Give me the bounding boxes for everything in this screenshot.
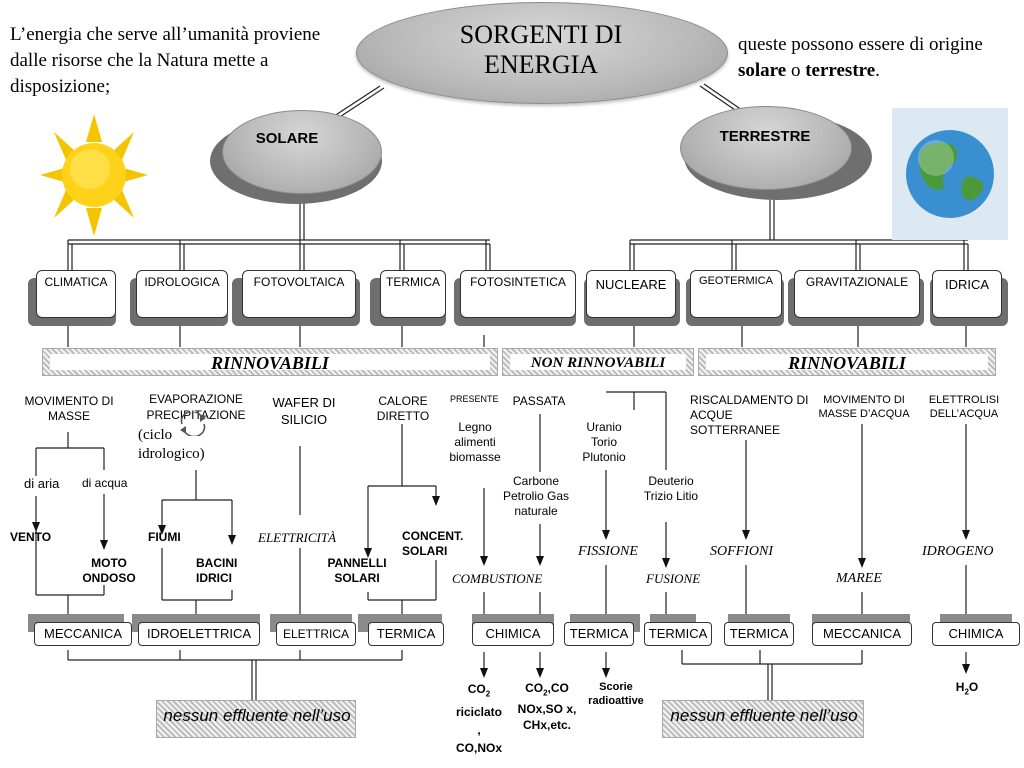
label-vento: VENTO <box>10 530 52 544</box>
label-di-aria: di aria <box>24 476 60 491</box>
category-nucleare: NUCLEARE <box>586 270 676 318</box>
intro-right-part1: queste possono essere di origine <box>738 34 983 55</box>
nessun-effluente-right-band <box>662 700 864 738</box>
label-passata: PASSATA <box>512 394 566 408</box>
output-termica-fusione: TERMICA <box>644 622 712 646</box>
globe-icon <box>892 108 1008 240</box>
intro-end: . <box>875 60 880 81</box>
label-calore-diretto: CALORE DIRETTO <box>376 394 430 423</box>
label-precipitazione: PRECIPITAZIONE <box>146 408 246 422</box>
label-movimento-masse: MOVIMENTO DI MASSE <box>24 394 114 423</box>
category-gravitazionale: GRAVITAZIONALE <box>794 270 920 318</box>
output-termica-solare: TERMICA <box>368 622 444 646</box>
category-geotermica: GEOTERMICA <box>690 270 782 318</box>
solare-ellipse <box>222 110 382 194</box>
label-soffioni: SOFFIONI <box>710 544 773 559</box>
output-meccanica: MECCANICA <box>34 622 132 646</box>
effluent-scorie: Scorie radioattive <box>588 681 644 707</box>
output-chimica-fossile: CHIMICA <box>472 622 554 646</box>
output-chimica-idrogeno: CHIMICA <box>932 622 1020 646</box>
label-moto-ondoso: MOTO ONDOSO <box>82 556 136 585</box>
label-deuterio: Deuterio Trizio Litio <box>643 474 699 503</box>
band-non-rinnovabili: NON RINNOVABILI <box>502 348 694 376</box>
effluent-co2-co: CO2,CO NOx,SO x, CHx,etc. <box>517 681 577 733</box>
band-label: RINNOVABILI <box>706 354 988 372</box>
band-rinnovabili-right: RINNOVABILI <box>698 348 996 376</box>
nessun-effluente-left-band <box>156 700 356 738</box>
label-riscaldamento: RISCALDAMENTO DI ACQUE SOTTERRANEE <box>690 393 809 437</box>
intro-right-text: queste possono essere di origine solare … <box>738 32 1008 84</box>
label-presente: PRESENTE <box>450 394 499 404</box>
label-idrogeno: IDROGENO <box>922 544 994 559</box>
intro-o: o <box>786 60 806 81</box>
category-climatica: CLIMATICA <box>36 270 116 318</box>
label-di-acqua: di acqua <box>82 476 128 490</box>
intro-text: L’energia che serve all’umanità proviene… <box>10 24 321 97</box>
label-pannelli-solari: PANNELLI SOLARI <box>327 556 387 585</box>
category-termica-solare: TERMICA <box>380 270 446 318</box>
label-movimento-acqua: MOVIMENTO DI MASSE D’ACQUA <box>818 394 910 420</box>
label-concent-solari: CONCENT. SOLARI <box>402 529 464 558</box>
intro-solare: solare <box>738 60 787 81</box>
category-fotosintetica: FOTOSINTETICA <box>460 270 576 318</box>
label-evaporazione: EVAPORAZIONE <box>149 392 243 406</box>
label-legno: Legno alimenti biomasse <box>449 420 501 464</box>
output-meccanica-maree: MECCANICA <box>812 622 912 646</box>
category-idrologica: IDROLOGICA <box>136 270 228 318</box>
terrestre-ellipse <box>680 106 852 190</box>
label-uranio: Uranio Torio Plutonio <box>582 420 626 464</box>
band-rinnovabili-left: RINNOVABILI <box>42 348 498 376</box>
band-label: NON RINNOVABILI <box>510 354 686 371</box>
output-termica-geotermica: TERMICA <box>724 622 794 646</box>
main-title: SORGENTI DI ENERGIA <box>356 20 726 80</box>
terrestre-label: TERRESTRE <box>719 128 811 145</box>
output-termica-fissione: TERMICA <box>564 622 634 646</box>
effluent-h2o: H2O <box>955 680 979 697</box>
main-title-line2: ENERGIA <box>483 50 599 79</box>
output-elettrica: ELETTRICA <box>276 622 356 646</box>
intro-terrestre: terrestre <box>805 60 876 81</box>
category-idrica: IDRICA <box>932 270 1002 318</box>
category-fotovoltaica: FOTOVOLTAICA <box>242 270 356 318</box>
solare-label: SOLARE <box>255 130 319 147</box>
main-ellipse <box>356 2 728 104</box>
label-fiumi: FIUMI <box>148 530 181 544</box>
label-carbone: Carbone Petrolio Gas naturale <box>502 474 570 518</box>
band-label: RINNOVABILI <box>50 354 490 372</box>
label-wafer: WAFER DI SILICIO <box>272 395 336 427</box>
label-maree: MAREE <box>836 571 882 586</box>
label-fissione: FISSIONE <box>578 544 638 559</box>
cycle-icon <box>180 412 206 436</box>
label-bacini-idrici: BACINI IDRICI <box>196 556 238 585</box>
main-title-line1: SORGENTI DI <box>459 20 623 49</box>
nessun-effluente-right: nessun effluente nell’uso <box>670 706 858 725</box>
effluent-co2-riciclato: CO2 riciclato,CO,NOx <box>455 682 503 756</box>
label-ciclo: (ciclo idrologico) <box>138 427 205 462</box>
label-combustione: COMBUSTIONE <box>452 571 543 586</box>
nessun-effluente-left: nessun effluente nell’uso <box>163 706 351 725</box>
label-elettrolisi: ELETTROLISI DELL’ACQUA <box>928 394 1000 420</box>
label-elettricita: ELETTRICITÀ <box>258 530 337 545</box>
output-idroelettrica: IDROELETTRICA <box>138 622 260 646</box>
label-fusione: FUSIONE <box>646 571 701 586</box>
sun-icon <box>40 114 148 236</box>
